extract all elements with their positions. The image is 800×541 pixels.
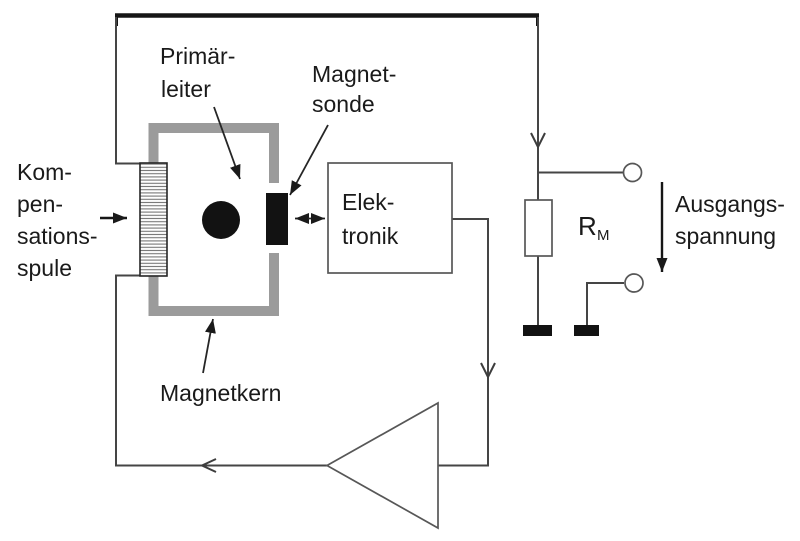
label-kompensationsspule: Kom- pen- sations- spule xyxy=(17,159,98,281)
label-kompensationsspule-line4: spule xyxy=(17,255,72,281)
magnet-probe-pointer-arrow-icon xyxy=(289,124,329,196)
label-magnetsonde: Magnet- sonde xyxy=(312,61,396,117)
label-kompensationsspule-line2: pen- xyxy=(17,191,63,217)
output-current-arrow-down-icon xyxy=(530,132,546,150)
ground-symbol-left-icon xyxy=(523,325,552,336)
coil-top-wire xyxy=(115,17,140,165)
ground-symbol-right-icon xyxy=(574,325,599,336)
current-direction-arrow-down-icon xyxy=(480,362,496,380)
output-terminal-bottom xyxy=(624,273,644,293)
label-ausgangsspannung-line1: Ausgangs- xyxy=(675,191,785,217)
label-ausgangsspannung: Ausgangs- spannung xyxy=(675,191,785,249)
compensation-coil xyxy=(139,162,168,277)
primary-conductor-dot xyxy=(202,201,240,239)
label-magnetsonde-line2: sonde xyxy=(312,91,375,117)
magnet-probe xyxy=(266,193,288,245)
label-resistor-subscript: M xyxy=(597,227,610,244)
output-terminal-top xyxy=(622,162,643,183)
magnet-core-pointer-arrow-icon xyxy=(202,318,216,374)
label-kompensationsspule-line3: sations- xyxy=(17,223,98,249)
coil-bottom-wire xyxy=(115,274,327,467)
label-primaerleiter: Primär- leiter xyxy=(160,43,235,102)
label-elektronik-line1: Elek- xyxy=(342,189,394,215)
label-primaerleiter-line2: leiter xyxy=(161,76,211,102)
label-magnetsonde-line1: Magnet- xyxy=(312,61,396,87)
measuring-resistor xyxy=(524,199,553,257)
terminal-bottom-wire xyxy=(586,282,624,325)
electronics-to-amplifier-wire xyxy=(438,218,489,467)
label-measuring-resistor: R M xyxy=(578,211,610,244)
label-elektronik-line2: tronik xyxy=(342,223,399,249)
amplifier-triangle xyxy=(325,401,439,530)
label-elektronik: Elek- tronik xyxy=(342,189,399,249)
label-ausgangsspannung-line2: spannung xyxy=(675,223,776,249)
primary-conductor-pointer-arrow-icon xyxy=(213,106,241,180)
current-direction-arrow-left-icon xyxy=(199,458,217,473)
label-kompensationsspule-line1: Kom- xyxy=(17,159,72,185)
label-resistor-symbol: R xyxy=(578,211,597,241)
label-magnetkern: Magnetkern xyxy=(160,380,281,406)
label-primaerleiter-line1: Primär- xyxy=(160,43,235,69)
electronics-box xyxy=(327,162,453,274)
